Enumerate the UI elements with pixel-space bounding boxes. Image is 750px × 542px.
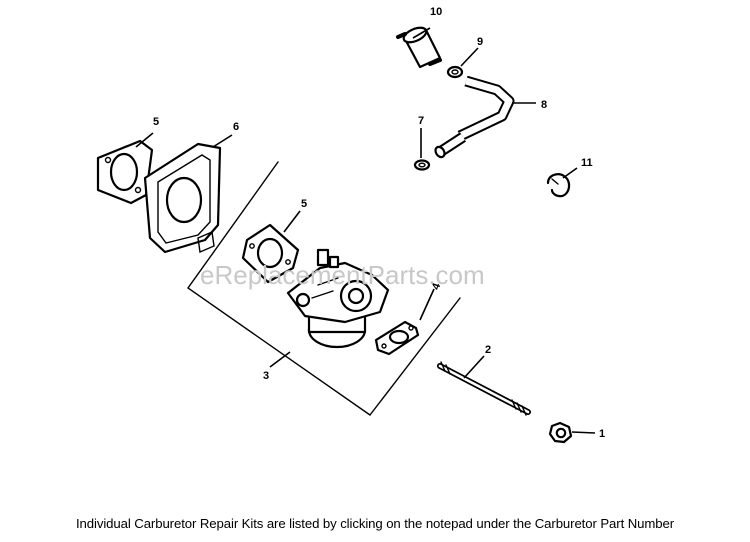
callout-3: 3 xyxy=(263,370,269,382)
callout-11: 11 xyxy=(581,157,593,169)
part-1-nut[interactable] xyxy=(548,421,573,444)
exploded-parts-diagram: eReplacementParts.com 10 9 8 7 11 5 6 5 … xyxy=(96,6,605,444)
part-6-air-cleaner-base[interactable] xyxy=(143,142,222,254)
part-7-fuel-line-short[interactable] xyxy=(413,132,467,171)
callout-9: 9 xyxy=(477,36,483,48)
callout-1: 1 xyxy=(599,428,605,440)
callout-4: 4 xyxy=(430,281,444,292)
carburetor-body[interactable] xyxy=(286,248,390,349)
callout-6: 6 xyxy=(233,121,239,133)
part-2-stud[interactable] xyxy=(437,361,531,416)
leader-lines xyxy=(135,27,596,434)
part-4-gasket[interactable] xyxy=(374,320,420,356)
callout-2: 2 xyxy=(485,344,491,356)
part-5-gasket-lower[interactable] xyxy=(241,223,300,284)
callout-10: 10 xyxy=(430,6,442,18)
diagram-caption: Individual Carburetor Repair Kits are li… xyxy=(75,516,674,531)
part-5-gasket-upper[interactable] xyxy=(96,139,154,205)
watermark-text: eReplacementParts.com xyxy=(200,260,485,290)
part-11-clip[interactable] xyxy=(546,173,571,198)
callout-7: 7 xyxy=(418,115,424,127)
carburetor-assembly-bracket xyxy=(187,161,461,416)
callout-5-upper: 5 xyxy=(153,116,159,128)
callout-labels: 10 9 8 7 11 5 6 5 4 2 3 1 xyxy=(153,6,605,440)
callout-8: 8 xyxy=(541,99,547,111)
callout-5-lower: 5 xyxy=(301,198,307,210)
part-10-fuel-filter[interactable] xyxy=(396,25,442,69)
part-8-fuel-line[interactable] xyxy=(457,75,515,141)
part-9-hose-clamp[interactable] xyxy=(446,65,464,79)
